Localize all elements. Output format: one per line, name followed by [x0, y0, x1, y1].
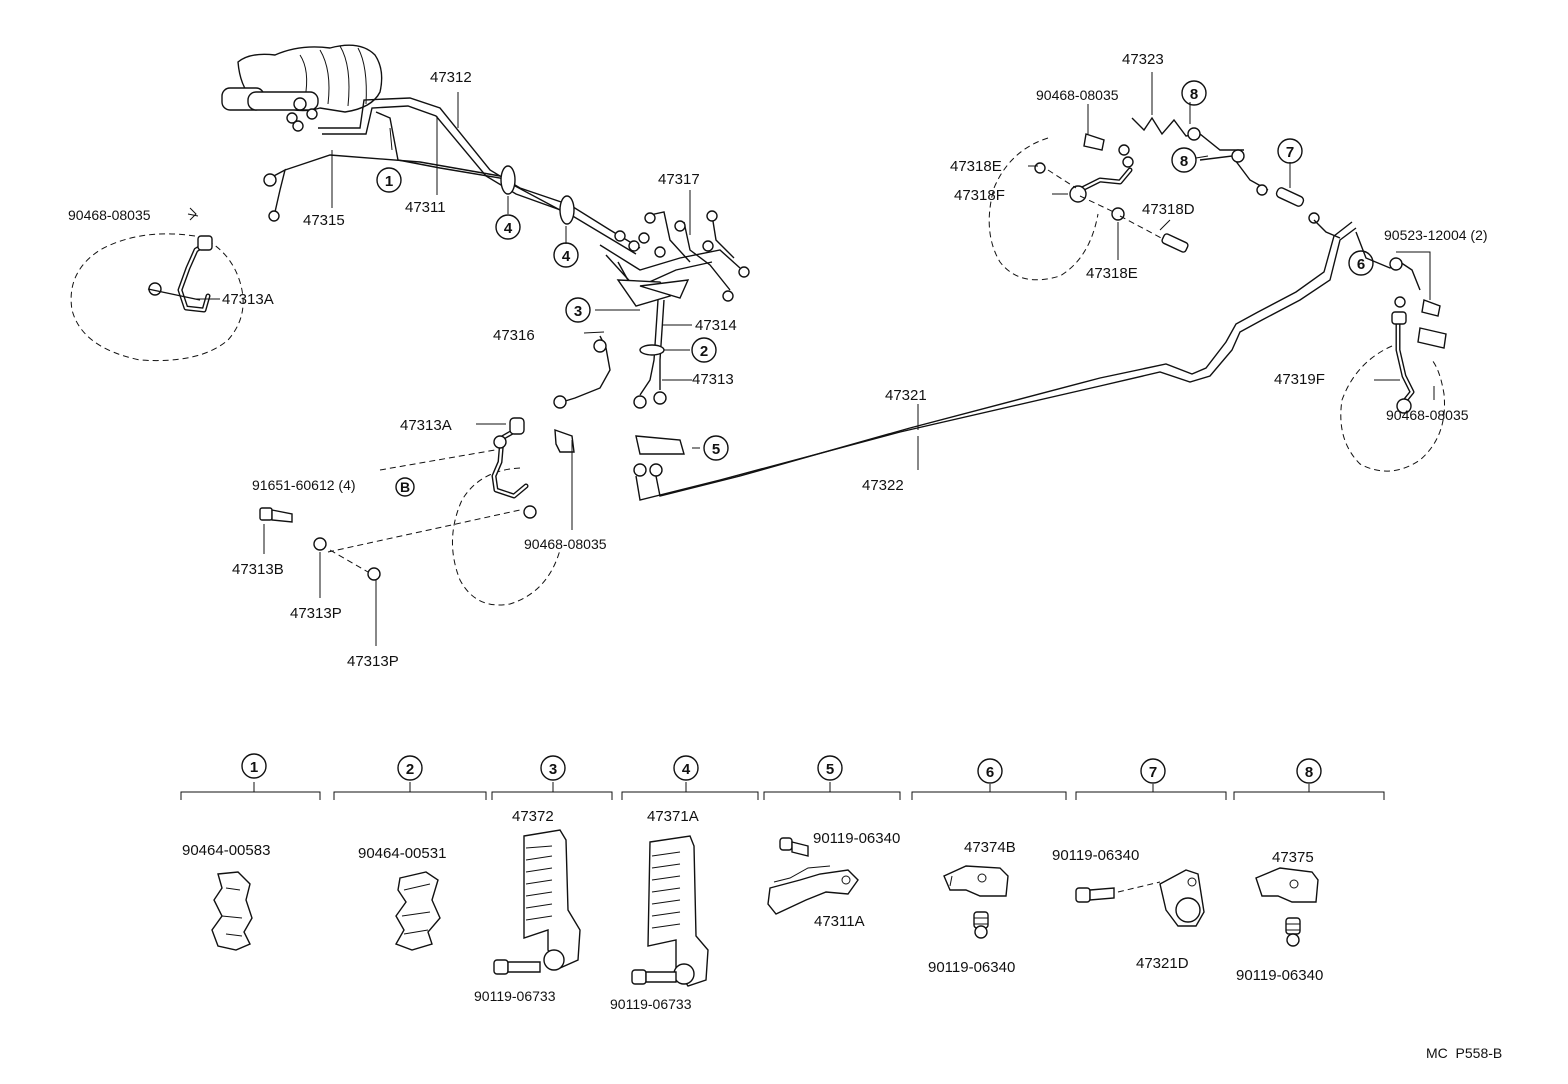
legend-2-part-a: 90464-00531	[358, 845, 446, 862]
callout-circles	[376, 80, 1374, 497]
legend-1-number: 1	[250, 759, 258, 776]
callout-8b: 8	[1180, 153, 1188, 170]
label-47318d: 47318D	[1142, 201, 1195, 218]
label-47319f: 47319F	[1274, 371, 1325, 388]
callout-4a: 4	[504, 220, 513, 237]
master-cylinder-drawing	[221, 44, 383, 132]
label-47318e-b: 47318E	[1086, 265, 1138, 282]
label-47322: 47322	[862, 477, 904, 494]
label-90468-right: 90468-08035	[1386, 407, 1469, 423]
legend-4-part-b: 90119-06733	[610, 996, 692, 1012]
label-47315: 47315	[303, 212, 345, 229]
label-90468-left: 90468-08035	[68, 207, 151, 223]
legend-7-part-b: 47321D	[1136, 955, 1189, 972]
legend-3-number: 3	[549, 761, 557, 778]
label-47318e-a: 47318E	[950, 158, 1002, 175]
label-47313p-b: 47313P	[347, 653, 399, 670]
legend-4-part-a: 47371A	[647, 808, 699, 825]
callout-b: B	[400, 479, 410, 495]
label-47323: 47323	[1122, 51, 1164, 68]
legend-7-part-a: 90119-06340	[1052, 847, 1139, 864]
front-brake-lines	[263, 97, 641, 255]
center-front-wheel-drawing	[259, 417, 685, 606]
legend-8-number: 8	[1305, 764, 1313, 781]
legend-6-part-b: 90119-06340	[928, 959, 1015, 976]
callout-1: 1	[385, 173, 393, 190]
label-47318f: 47318F	[954, 187, 1005, 204]
rear-right-wheel-drawing	[1340, 231, 1447, 472]
label-47317: 47317	[658, 171, 700, 188]
legend-6-part-a: 47374B	[964, 839, 1016, 856]
label-91651: 91651-60612 (4)	[252, 477, 356, 493]
label-47313b: 47313B	[232, 561, 284, 578]
legend-4-number: 4	[682, 761, 691, 778]
legend-6-number: 6	[986, 764, 994, 781]
label-47313a-left: 47313A	[222, 291, 274, 308]
label-47313: 47313	[692, 371, 734, 388]
label-47312: 47312	[430, 69, 472, 86]
legend-2-number: 2	[406, 761, 414, 778]
label-47311: 47311	[405, 199, 446, 216]
callout-5: 5	[712, 441, 720, 458]
label-47321: 47321	[885, 387, 927, 404]
valve-cluster-drawing	[553, 210, 750, 409]
label-90468-center: 90468-08035	[524, 536, 607, 552]
callout-7: 7	[1286, 144, 1294, 161]
legend-3-part-a: 47372	[512, 808, 554, 825]
callout-2: 2	[700, 343, 708, 360]
label-47313p-a: 47313P	[290, 605, 342, 622]
callout-3: 3	[574, 303, 582, 320]
label-47313a-center: 47313A	[400, 417, 452, 434]
left-front-wheel-drawing	[70, 207, 244, 362]
legend-5-number: 5	[826, 761, 834, 778]
legend-8-part-b: 90119-06340	[1236, 967, 1323, 984]
callout-6: 6	[1357, 256, 1365, 273]
legend-1-part-a: 90464-00583	[182, 842, 270, 859]
label-90523: 90523-12004 (2)	[1384, 227, 1488, 243]
legend-3-part-b: 90119-06733	[474, 988, 556, 1004]
legend-brackets	[180, 753, 1385, 800]
label-47314: 47314	[695, 317, 737, 334]
callout-8a: 8	[1190, 86, 1198, 103]
rear-left-wheel-drawing	[988, 116, 1341, 281]
callout-4b: 4	[562, 248, 571, 265]
diagram-code: MC P558-B	[1426, 1045, 1502, 1061]
label-47316: 47316	[493, 327, 535, 344]
legend-8-part-a: 47375	[1272, 849, 1314, 866]
legend-5-part-b: 47311A	[814, 913, 865, 930]
legend-5-part-a: 90119-06340	[813, 830, 900, 847]
legend-7-number: 7	[1149, 764, 1157, 781]
leader-lines	[187, 72, 1435, 646]
label-90468-top-right: 90468-08035	[1036, 87, 1119, 103]
rear-main-lines	[635, 221, 1357, 501]
legend-clamp-drawings	[211, 829, 1319, 987]
